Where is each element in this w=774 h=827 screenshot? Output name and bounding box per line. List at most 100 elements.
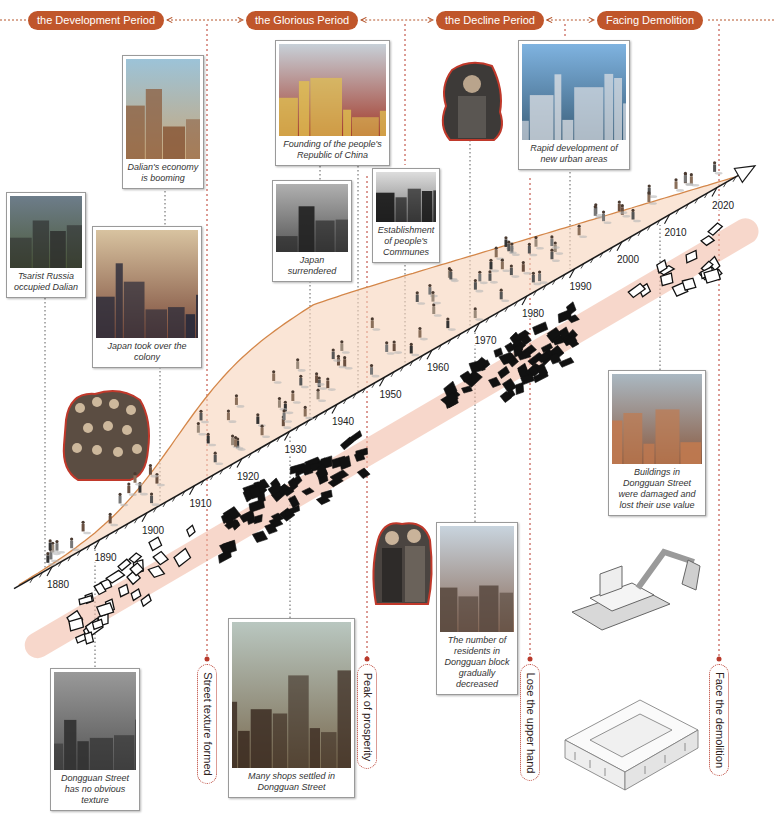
- photo-building: [380, 111, 386, 136]
- period-label: the Development Period: [28, 11, 164, 30]
- person-shadow: [328, 388, 336, 391]
- person-shadow: [110, 524, 118, 527]
- guide-dot: [717, 657, 722, 662]
- person-figure: [150, 496, 153, 504]
- person-figure: [550, 239, 553, 247]
- person-head: [256, 413, 259, 416]
- person-shadow: [434, 314, 442, 317]
- axis-tick: [401, 366, 404, 371]
- photo-building: [310, 78, 342, 136]
- person-shadow: [491, 270, 499, 273]
- person-figure: [538, 274, 541, 282]
- axis-tick: [496, 312, 499, 317]
- photo-ground: [522, 44, 626, 140]
- axis-tick: [600, 253, 603, 258]
- period-text: the Development Period: [37, 14, 155, 27]
- street-block: [474, 357, 487, 369]
- photo-building: [338, 670, 352, 768]
- person-figure: [82, 524, 85, 532]
- person-head: [478, 271, 481, 274]
- year-label: 1920: [236, 470, 260, 481]
- stage-text: Street texture formed: [201, 672, 214, 775]
- cutout-face: [75, 403, 85, 413]
- person-shadow: [475, 318, 483, 321]
- person-head: [618, 200, 621, 203]
- photo-caption: Buildings in Dongguan Street were damage…: [612, 464, 702, 512]
- person-shadow: [411, 354, 419, 357]
- period-text: Facing Demolition: [606, 14, 694, 27]
- person-figure: [207, 436, 210, 444]
- excavator-bucket: [682, 560, 700, 590]
- photo-building: [555, 74, 562, 140]
- axis-tick: [724, 182, 727, 187]
- street-block: [271, 513, 284, 522]
- person-figure: [134, 475, 137, 483]
- person-figure: [432, 307, 435, 315]
- person-head: [501, 259, 504, 262]
- person-head: [150, 492, 153, 495]
- person-figure: [522, 264, 525, 272]
- photo-building: [299, 81, 310, 136]
- cutout-face: [113, 447, 123, 457]
- photo-building: [574, 87, 603, 140]
- person-shadow: [633, 220, 641, 223]
- cutout-outline: [64, 391, 149, 480]
- person-shadow: [198, 433, 206, 436]
- person-head: [214, 452, 217, 455]
- person-head: [70, 537, 73, 540]
- person-shadow: [305, 417, 313, 420]
- person-head: [133, 472, 136, 475]
- person-figure: [55, 543, 58, 551]
- photo-building: [135, 720, 136, 770]
- person-shadow: [120, 504, 128, 507]
- axis-tick: [665, 215, 670, 224]
- photo-building: [279, 98, 298, 136]
- street-block: [704, 269, 720, 283]
- axis-tick: [201, 480, 204, 485]
- axis-tick: [315, 415, 318, 420]
- axis-tick: [372, 383, 375, 388]
- cutout-body: [458, 96, 486, 138]
- person-head: [554, 241, 557, 244]
- street-block: [268, 482, 283, 496]
- person-figure: [618, 204, 621, 212]
- person-shadow: [317, 383, 325, 386]
- person-shadow: [285, 412, 293, 415]
- photo-ground: [612, 374, 702, 464]
- person-head: [578, 225, 581, 228]
- person-figure: [49, 543, 52, 551]
- year-label: 1960: [426, 362, 450, 373]
- person-shadow: [490, 281, 498, 284]
- person-shadow: [333, 359, 341, 362]
- person-head: [449, 269, 452, 272]
- period-link: [361, 20, 433, 21]
- street-block: [514, 345, 523, 358]
- photo: [522, 44, 626, 140]
- photo-building: [273, 714, 287, 769]
- photo-card: Japan took over the colony: [92, 226, 202, 368]
- person-figure: [272, 373, 275, 381]
- axis-tick: [277, 437, 280, 442]
- street-block: [254, 515, 262, 524]
- person-head: [332, 348, 335, 351]
- street-block: [547, 327, 561, 340]
- person-shadow: [83, 532, 91, 535]
- year-label: 1990: [568, 280, 592, 291]
- street-block: [441, 393, 459, 405]
- photo-ground: [279, 44, 386, 136]
- street-block: [549, 353, 561, 364]
- photo-building: [612, 421, 622, 465]
- person-head: [231, 435, 234, 438]
- person-figure: [199, 413, 202, 421]
- street-block: [489, 377, 501, 387]
- person-shadow: [129, 493, 137, 496]
- cutout-face: [132, 444, 142, 454]
- person-figure: [332, 352, 335, 360]
- person-shadow: [552, 259, 560, 262]
- street-block: [220, 542, 236, 554]
- excavator-cab: [600, 566, 622, 596]
- person-figure: [690, 176, 693, 184]
- photo-card: Rapid development of new urban areas: [518, 40, 630, 170]
- photo-card: Founding of the people's Republic of Chi…: [275, 40, 390, 166]
